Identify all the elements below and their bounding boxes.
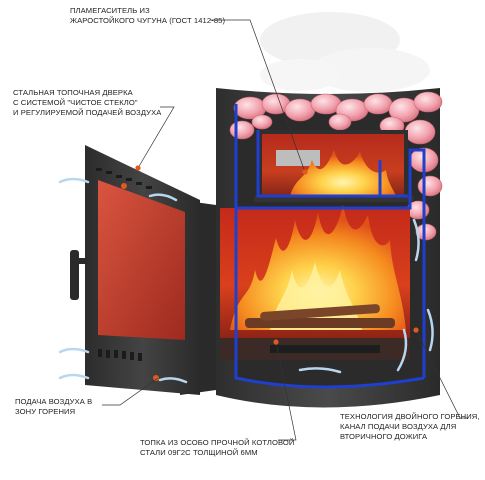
air-supply-label: ПОДАЧА ВОЗДУХА В ЗОНУ ГОРЕНИЯ [15, 397, 93, 416]
leader-lines [102, 19, 468, 441]
leader-dots [135, 165, 419, 345]
fire [230, 150, 406, 353]
heat-stones [229, 91, 443, 241]
air-flow-arrows [58, 177, 434, 384]
heat-stone [404, 119, 436, 145]
heat-stone [417, 175, 443, 197]
steam [260, 12, 430, 92]
secondary-air-channel [234, 104, 426, 389]
door-label: СТАЛЬНАЯ ТОПОЧНАЯ ДВЕРКА С СИСТЕМОЙ "ЧИС… [13, 88, 162, 117]
technology-label: ТЕХНОЛОГИЯ ДВОЙНОГО ГОРЕНИЯ, КАНАЛ ПОДАЧ… [340, 412, 480, 441]
heat-stone [363, 93, 393, 115]
firebox-label: ТОПКА ИЗ ОСОБО ПРОЧНОЙ КОТЛОВОЙ СТАЛИ 09… [140, 438, 295, 457]
heat-stone [284, 98, 316, 122]
heat-stone [229, 120, 255, 140]
heat-stone [413, 91, 443, 113]
heat-exchanger-label: ПЛАМЕГАСИТЕЛЬ ИЗ ЖАРОСТОЙКОГО ЧУГУНА (ГО… [70, 6, 226, 25]
firebox-door [70, 145, 200, 395]
heat-stone [251, 114, 273, 130]
heat-stone [415, 223, 437, 241]
heat-stone [328, 113, 352, 131]
